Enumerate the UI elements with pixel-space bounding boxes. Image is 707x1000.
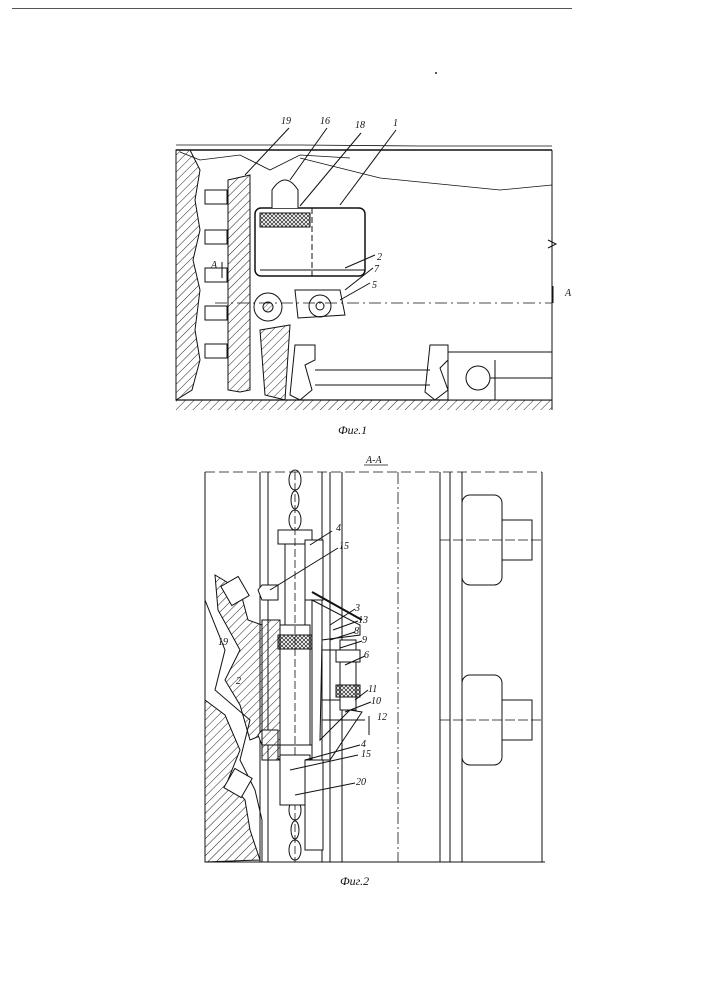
svg-text:8: 8 xyxy=(354,626,359,637)
svg-text:2: 2 xyxy=(236,676,241,687)
svg-text:A: A xyxy=(564,288,572,299)
svg-text:16: 16 xyxy=(320,116,330,127)
svg-text:18: 18 xyxy=(355,120,365,131)
svg-text:19: 19 xyxy=(281,116,291,127)
svg-text:2: 2 xyxy=(377,252,382,263)
svg-text:7: 7 xyxy=(374,264,380,275)
svg-text:A-A: A-A xyxy=(365,455,382,466)
svg-text:4: 4 xyxy=(336,523,341,534)
svg-text:10: 10 xyxy=(371,696,381,707)
svg-text:5: 5 xyxy=(372,280,377,291)
svg-text:19: 19 xyxy=(218,637,228,648)
svg-text:9: 9 xyxy=(362,635,367,646)
svg-text:11: 11 xyxy=(368,684,377,695)
figure-2 xyxy=(205,470,545,862)
svg-text:15: 15 xyxy=(339,541,349,552)
svg-text:6: 6 xyxy=(364,650,369,661)
figure-1 xyxy=(176,128,556,410)
svg-text:Фиг.1: Фиг.1 xyxy=(338,423,367,437)
svg-text:20: 20 xyxy=(356,777,366,788)
svg-text:A: A xyxy=(210,260,218,271)
svg-text:3: 3 xyxy=(354,603,360,614)
svg-text:13: 13 xyxy=(358,615,368,626)
svg-text:1: 1 xyxy=(393,118,398,129)
svg-text:Фиг.2: Фиг.2 xyxy=(340,874,369,888)
svg-text:15: 15 xyxy=(361,749,371,760)
svg-text:12: 12 xyxy=(377,712,387,723)
